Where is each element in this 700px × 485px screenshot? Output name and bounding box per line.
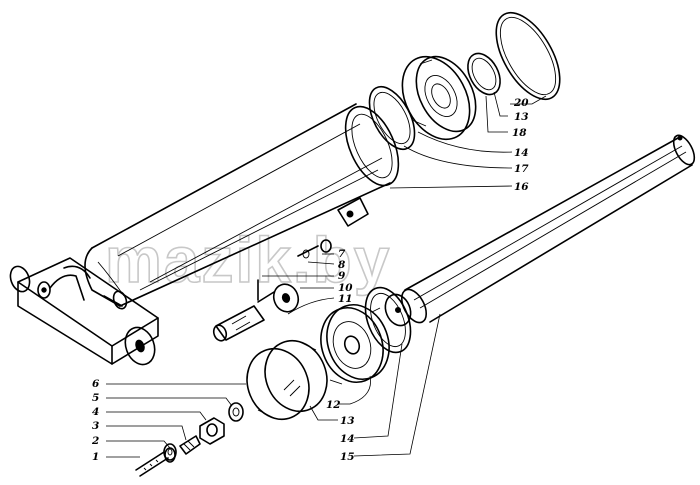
callout-16: 16 — [514, 181, 529, 193]
leader-lines — [106, 91, 547, 458]
callout-20: 20 — [513, 97, 529, 109]
callout-12: 12 — [326, 399, 341, 411]
callout-3: 3 — [92, 420, 99, 432]
callout-8: 8 — [338, 259, 346, 271]
callout-1: 1 — [92, 451, 99, 463]
washer-5 — [228, 402, 244, 422]
piston-rod — [400, 134, 696, 324]
callout-2: 2 — [91, 435, 99, 447]
callout-14-lower: 14 — [340, 433, 355, 445]
eye-fitting-10 — [257, 283, 300, 313]
callout-13-lower: 13 — [340, 415, 355, 427]
callout-11: 11 — [338, 293, 353, 305]
piston — [320, 304, 390, 385]
port-fitting — [337, 197, 369, 227]
callout-7: 7 — [338, 248, 346, 260]
nut-4 — [199, 417, 225, 445]
rod-collar — [384, 293, 412, 327]
callout-17: 17 — [514, 163, 529, 175]
guide-ring-13 — [246, 339, 328, 421]
callout-10: 10 — [338, 282, 353, 294]
callout-13-upper: 13 — [514, 111, 529, 123]
connector-11 — [212, 305, 265, 342]
callout-6: 6 — [92, 378, 100, 390]
fitting-3 — [179, 435, 201, 455]
retaining-ring-20 — [495, 11, 561, 101]
callout-5: 5 — [92, 392, 99, 404]
callout-labels: 1 2 3 4 5 6 7 8 9 10 11 12 13 13 14 14 1… — [91, 97, 529, 463]
bolt-1 — [135, 447, 176, 477]
washer-2 — [163, 443, 177, 461]
pin-7-9 — [257, 239, 332, 301]
clevis-end — [9, 257, 159, 366]
callout-9: 9 — [338, 270, 346, 282]
end-seal-ring-14-17 — [368, 86, 416, 150]
seal-ring-18 — [467, 52, 501, 96]
callout-15: 15 — [340, 451, 355, 463]
gland-head — [401, 55, 477, 141]
callout-4: 4 — [92, 406, 99, 418]
callout-18: 18 — [512, 127, 527, 139]
callout-14-upper: 14 — [514, 147, 529, 159]
